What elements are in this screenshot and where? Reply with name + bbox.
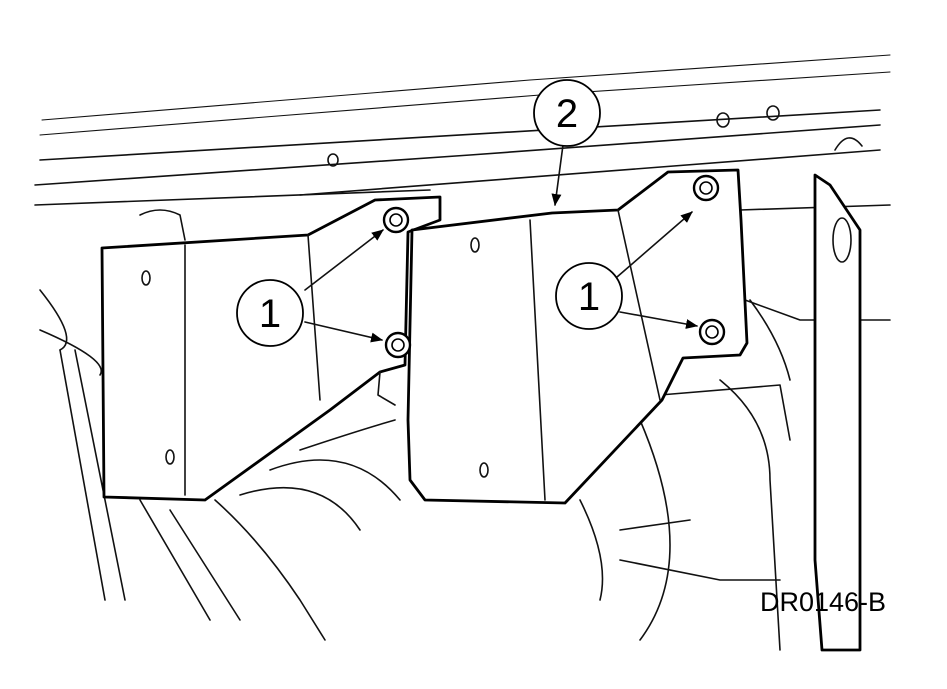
arrow-right-lower — [619, 311, 698, 329]
callout-label: 1 — [578, 275, 600, 319]
bolt-left-lower — [384, 331, 412, 359]
figure-id: DR0146-B — [760, 587, 887, 617]
right-inner-structure — [579, 299, 791, 651]
arrow-left-lower — [304, 321, 383, 343]
right-bracket — [406, 168, 749, 505]
leader-arrows — [304, 144, 698, 343]
arrow-left-upper — [304, 229, 384, 291]
vehicle-frame-lines — [34, 54, 891, 321]
arrow-bracket — [551, 144, 564, 206]
bolt-right-upper — [692, 174, 720, 202]
bolts — [382, 174, 726, 359]
callout-1-left: 1 — [236, 279, 304, 347]
callout-label: 2 — [556, 92, 578, 136]
left-inner-structure — [39, 209, 401, 641]
bolt-left-upper — [382, 206, 410, 234]
left-bracket — [100, 195, 442, 502]
callout-label: 1 — [259, 292, 281, 336]
callout-2: 2 — [533, 79, 601, 147]
callout-1-right: 1 — [555, 262, 623, 330]
arrow-right-upper — [616, 211, 693, 278]
bolt-right-lower — [698, 318, 726, 346]
right-pillar — [813, 173, 862, 652]
